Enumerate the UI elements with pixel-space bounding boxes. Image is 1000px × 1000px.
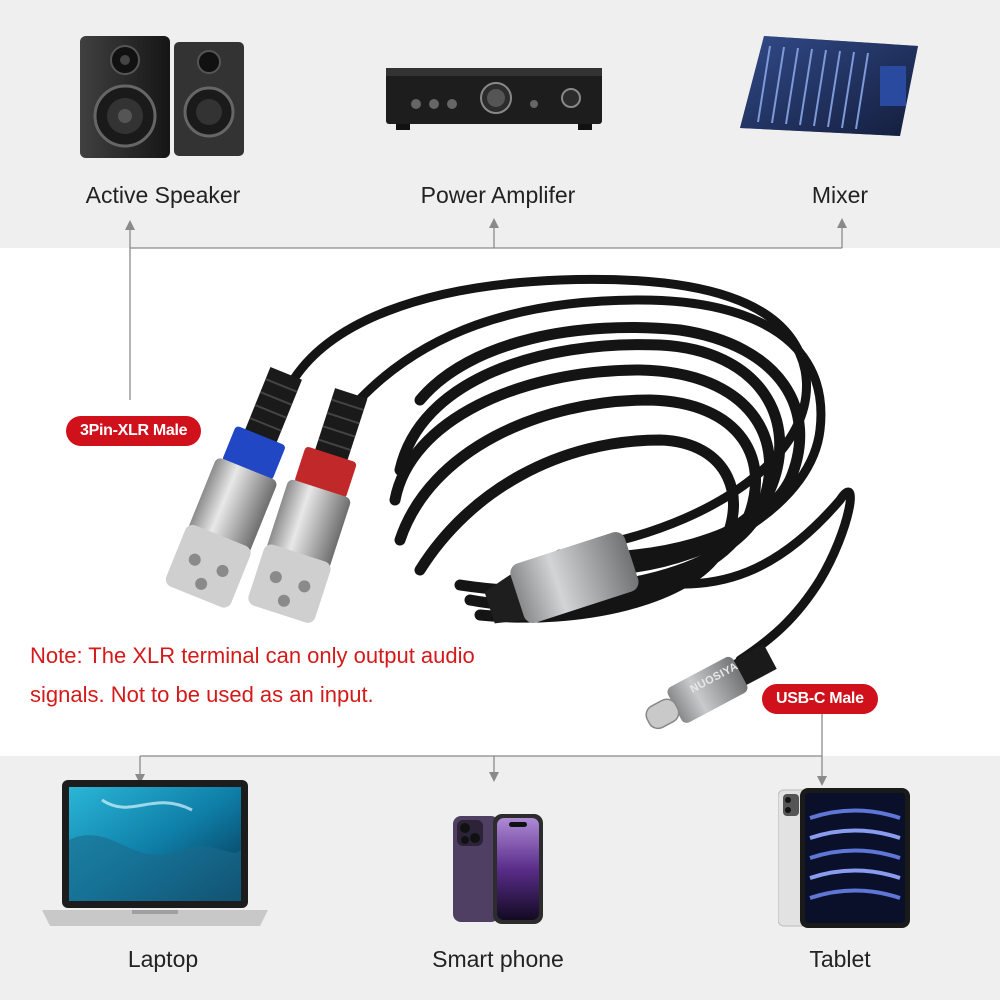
label-power-amplifier: Power Amplifer [420, 182, 576, 208]
note-line-1: Note: The XLR terminal can only output a… [30, 643, 475, 668]
xlr-badge: 3Pin-XLR Male [66, 416, 202, 446]
label-smart-phone: Smart phone [432, 946, 564, 972]
label-laptop: Laptop [127, 946, 199, 972]
note-text: Note: The XLR terminal can only output a… [30, 636, 590, 714]
brand-text: NUOSIYA [688, 660, 741, 696]
label-active-speaker: Active Speaker [85, 182, 241, 208]
phone-icon [453, 814, 543, 924]
tablet-icon [778, 788, 910, 928]
note-line-2: signals. Not to be used as an input. [30, 682, 374, 707]
amplifier-icon [386, 68, 602, 130]
laptop-icon [42, 780, 268, 926]
label-mixer: Mixer [811, 182, 869, 208]
label-tablet: Tablet [809, 946, 871, 972]
usbc-badge: USB-C Male [762, 684, 878, 714]
speaker-icon [80, 36, 244, 158]
mixer-icon [740, 36, 918, 136]
